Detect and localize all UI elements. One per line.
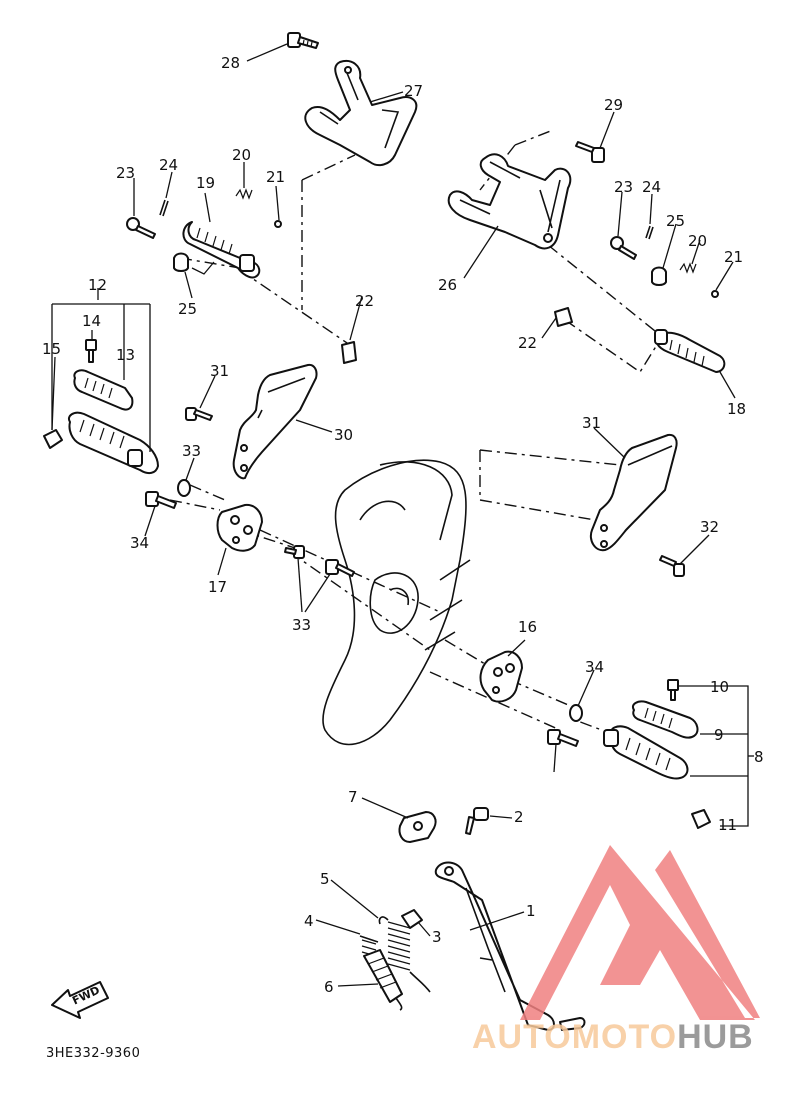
callout-34-left: 34 [130, 534, 149, 552]
bolt-34-left [145, 491, 177, 509]
nut-15 [43, 429, 63, 449]
bolt-28-upper [287, 32, 319, 49]
assembly-lines [169, 129, 661, 736]
callout-9: 9 [714, 726, 724, 744]
bolt-28-right [575, 141, 605, 163]
watermark-text-1: AUTOMOTO [472, 1018, 677, 1056]
callout-32: 33 [292, 616, 311, 634]
callout-23-right: 23 [614, 178, 633, 196]
footrest-bracket-26 [447, 153, 572, 250]
footrest-cover-9 [632, 700, 699, 739]
callout-11: 11 [718, 816, 737, 834]
callout-24-left: 24 [159, 156, 178, 174]
callout-labels: 28 27 29 20 24 23 19 21 23 24 25 20 21 2… [42, 54, 764, 996]
callout-20-right: 20 [688, 232, 707, 250]
callout-21-left: 21 [266, 168, 285, 186]
damper-25-right [651, 266, 667, 286]
bolt-31-left [185, 407, 213, 421]
callout-8: 8 [754, 748, 764, 766]
cotter-pin-24-right [645, 225, 654, 240]
callout-15: 15 [42, 340, 61, 358]
bracket-7 [398, 811, 437, 843]
frame-outline [322, 459, 471, 746]
footrest-cover-13 [73, 369, 134, 411]
callout-16: 16 [518, 618, 537, 636]
callout-28-upper: 28 [221, 54, 240, 72]
watermark-logo-icon [520, 845, 760, 1020]
footrest-bracket-17 [216, 503, 263, 552]
callout-20-left: 20 [232, 146, 251, 164]
callout-29: 31 [582, 414, 601, 432]
bolt-10 [667, 679, 679, 701]
heel-guard-29 [589, 433, 678, 552]
callout-leaders [51, 43, 754, 987]
svg-text:AUTOMOTOHUB: AUTOMOTOHUB [472, 1018, 754, 1056]
callout-7: 7 [348, 788, 358, 806]
callout-31-left: 31 [210, 362, 229, 380]
footrest-18 [654, 329, 726, 373]
bolt-31-right [659, 555, 685, 577]
watermark-text-2: HUB [677, 1018, 754, 1056]
spring-20-right [679, 262, 697, 274]
bolt-32-b [325, 559, 355, 577]
pin-23-left [126, 217, 156, 239]
damper-25-left [173, 252, 189, 272]
bolt-32-a [284, 545, 305, 559]
callout-33-right: 34 [585, 658, 604, 676]
callout-30: 30 [334, 426, 353, 444]
footrest-bracket-27 [304, 60, 418, 167]
ball-21-left [274, 220, 282, 228]
watermark: AUTOMOTOHUB [472, 845, 760, 1056]
callout-25-left: 25 [178, 300, 197, 318]
bolt-34-right [547, 729, 579, 747]
nut-3 [401, 909, 423, 929]
ball-21-right [711, 290, 719, 298]
drawing-code: 3HE332-9360 [46, 1046, 140, 1061]
bolt-14 [85, 339, 97, 363]
washer-33-right [569, 704, 583, 722]
callout-23-left: 23 [116, 164, 135, 182]
callout-22-left: 22 [355, 292, 374, 310]
callout-4: 4 [304, 912, 314, 930]
spring-20-left [235, 188, 253, 200]
callout-28-right: 29 [604, 96, 623, 114]
footrest-12 [68, 411, 159, 475]
damper-22-right [554, 307, 573, 327]
footrest-8 [603, 725, 689, 780]
callout-26: 26 [438, 276, 457, 294]
callout-22-right: 22 [518, 334, 537, 352]
callout-2: 2 [514, 808, 524, 826]
callout-3: 3 [432, 928, 442, 946]
pin-23-right [610, 236, 637, 260]
callout-24-right: 24 [642, 178, 661, 196]
spring-5 [378, 916, 431, 993]
nut-11 [691, 809, 711, 829]
cotter-pin-24-left [159, 199, 169, 217]
callout-27: 27 [404, 82, 423, 100]
callout-19: 19 [196, 174, 215, 192]
footrest-19 [182, 221, 261, 279]
callout-25-right: 25 [666, 212, 685, 230]
damper-22-left [341, 341, 357, 364]
bolt-2 [465, 807, 489, 835]
callout-5: 5 [320, 870, 330, 888]
footrest-bracket-16 [479, 650, 523, 703]
spring-6 [363, 949, 403, 1011]
callout-6: 6 [324, 978, 334, 996]
fwd-arrow-icon: FWD [51, 981, 109, 1019]
callout-31-right: 32 [700, 518, 719, 536]
callout-10: 10 [710, 678, 729, 696]
callout-21-right: 21 [724, 248, 743, 266]
callout-1: 1 [526, 902, 536, 920]
callout-12: 12 [88, 276, 107, 294]
heel-guard-30 [232, 363, 318, 480]
callout-14: 14 [82, 312, 101, 330]
callout-18: 18 [727, 400, 746, 418]
callout-17: 17 [208, 578, 227, 596]
callout-33-left: 33 [182, 442, 201, 460]
washer-33-left [177, 479, 191, 497]
callout-13: 13 [116, 346, 135, 364]
